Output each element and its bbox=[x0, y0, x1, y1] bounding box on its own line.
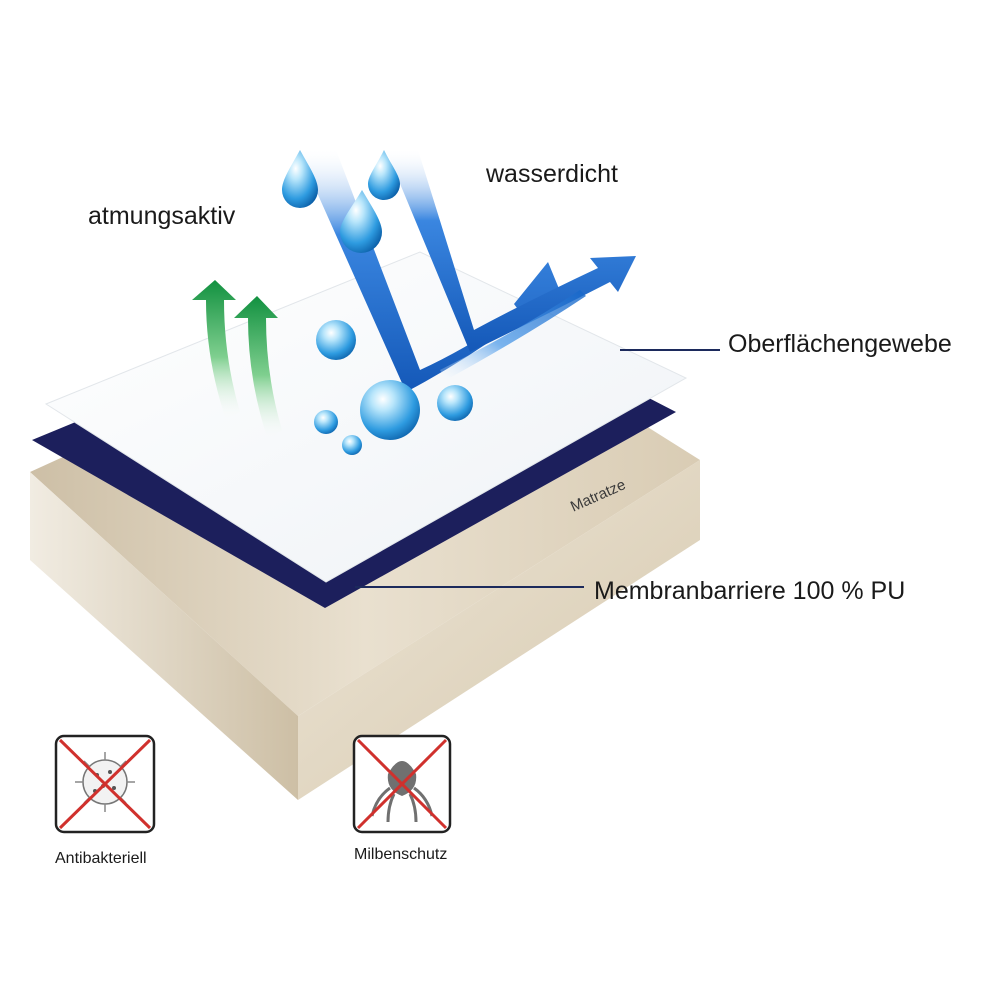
antibacterial-badge bbox=[54, 734, 156, 834]
water-stream-2 bbox=[386, 150, 636, 352]
beaded-droplets bbox=[314, 320, 473, 455]
mite-protection-badge bbox=[352, 734, 452, 834]
falling-drops bbox=[282, 150, 400, 253]
label-membrane: Membranbarriere 100 % PU bbox=[594, 577, 906, 605]
green-arrow-2 bbox=[234, 296, 282, 440]
mite-icon bbox=[370, 761, 434, 823]
label-antibacterial: Antibakteriell bbox=[55, 850, 147, 867]
water-drop-icon bbox=[340, 190, 382, 253]
label-breathable: atmungsaktiv bbox=[88, 202, 236, 230]
leader-lines bbox=[355, 349, 720, 588]
label-mite-protection: Milbenschutz bbox=[354, 846, 448, 863]
droplet bbox=[437, 385, 473, 421]
cross-icon bbox=[58, 738, 152, 830]
water-stream-return bbox=[440, 290, 586, 380]
cross-icon bbox=[356, 738, 448, 830]
water-streams bbox=[298, 150, 636, 392]
water-drop-icon bbox=[282, 150, 318, 208]
droplet bbox=[342, 435, 362, 455]
droplet bbox=[360, 380, 420, 440]
green-arrow-1 bbox=[192, 280, 240, 420]
breathable-arrows bbox=[192, 280, 282, 440]
label-waterproof: wasserdicht bbox=[486, 160, 618, 188]
label-surface-fabric: Oberflächengewebe bbox=[728, 330, 952, 358]
water-drop-icon bbox=[368, 150, 400, 200]
droplet bbox=[316, 320, 356, 360]
droplet bbox=[314, 410, 338, 434]
